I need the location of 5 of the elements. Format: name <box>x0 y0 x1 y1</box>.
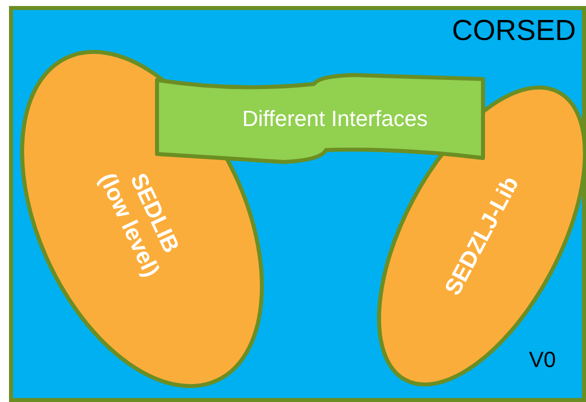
banner-label: Different Interfaces <box>242 106 428 132</box>
version-label: V0 <box>529 347 556 373</box>
wave-banner <box>154 72 486 166</box>
outer-panel <box>9 6 586 402</box>
panel-title: CORSED <box>452 15 576 48</box>
